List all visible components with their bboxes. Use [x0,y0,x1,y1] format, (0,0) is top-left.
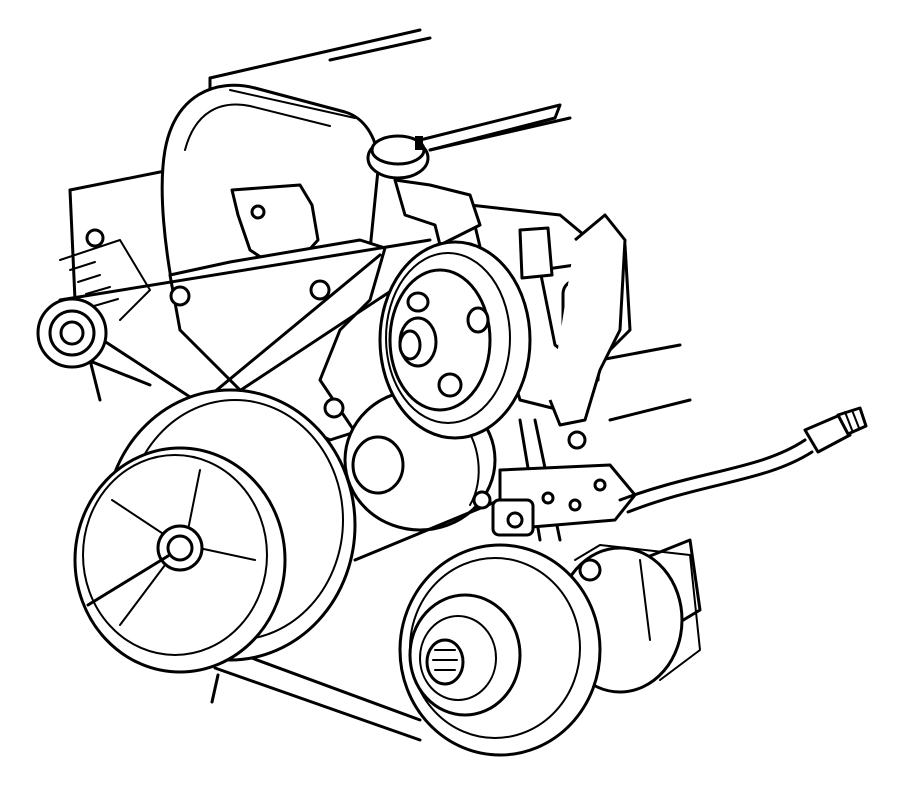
alternator-body [343,388,497,532]
reservoir-cap [366,134,482,247]
idler-pulley [36,228,151,369]
compressor-pulley [398,543,602,757]
power-steering-pump [468,203,627,450]
power-steering-pulley [378,240,532,440]
belt-callout [210,673,220,704]
sensor-cable [618,406,868,514]
callouts [86,554,220,704]
crank-bolt-callout [86,554,170,607]
tensioner-bracket [472,463,637,537]
crankshaft-pulley [73,388,357,674]
